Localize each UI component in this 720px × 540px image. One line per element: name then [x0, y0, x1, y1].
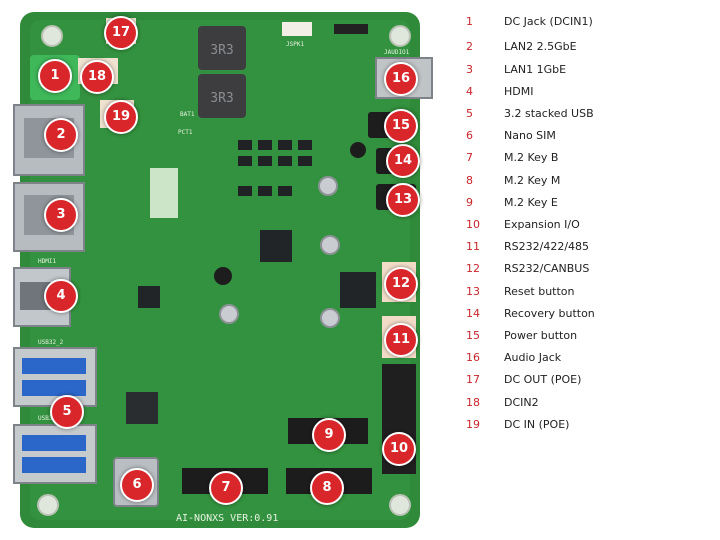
capacitor-6: [214, 267, 232, 285]
legend-label: M.2 Key B: [504, 151, 559, 164]
secondary-ic: [340, 272, 376, 308]
callout-10: 10: [382, 432, 416, 466]
board-name-silkscreen: AI-NONXS VER:0.91: [176, 513, 278, 524]
jumper-header-top: [334, 24, 368, 34]
jspk1-header: [282, 22, 312, 36]
capacitor-3: [320, 235, 340, 255]
legend-label: M.2 Key E: [504, 196, 558, 209]
callout-8: 8: [310, 471, 344, 505]
silk-usb32-2: USB32_2: [38, 339, 64, 346]
legend-number: 15: [466, 329, 480, 342]
mounting-hole-bottom-right: [389, 494, 411, 516]
usb-controller-ic: [126, 392, 158, 424]
callout-18: 18: [80, 60, 114, 94]
legend-number: 5: [466, 107, 473, 120]
inductor-top: [198, 26, 246, 70]
legend-number: 3: [466, 63, 473, 76]
callout-5: 5: [50, 395, 84, 429]
mounting-hole-top-right: [389, 25, 411, 47]
legend-number: 2: [466, 40, 473, 53]
callout-4: 4: [44, 279, 78, 313]
callout-13: 13: [386, 183, 420, 217]
capacitor-1: [318, 176, 338, 196]
callout-17: 17: [104, 16, 138, 50]
inductor-bottom-marking: 3R3: [210, 91, 233, 106]
legend-number: 19: [466, 418, 480, 431]
silk-pct1: PCT1: [178, 129, 193, 136]
mosfet-array: [238, 140, 312, 196]
callout-7: 7: [209, 471, 243, 505]
callout-19: 19: [104, 100, 138, 134]
callout-2: 2: [44, 118, 78, 152]
hdmi-logo-mark: [150, 168, 178, 218]
legend-label: Reset button: [504, 285, 575, 298]
legend-number: 1: [466, 15, 473, 28]
callout-11: 11: [384, 323, 418, 357]
legend-label: M.2 Key M: [504, 174, 561, 187]
silk-bat1: BAT1: [180, 111, 195, 118]
legend-number: 11: [466, 240, 480, 253]
callout-9: 9: [312, 418, 346, 452]
legend-number: 14: [466, 307, 480, 320]
legend-number: 10: [466, 218, 480, 231]
usb-stack-bottom: [13, 424, 97, 484]
legend-label: 3.2 stacked USB: [504, 107, 594, 120]
legend-label: RS232/CANBUS: [504, 262, 590, 275]
callout-16: 16: [384, 62, 418, 96]
legend-label: DC IN (POE): [504, 418, 570, 431]
legend-label: DCIN2: [504, 396, 539, 409]
capacitor-5: [219, 304, 239, 324]
legend-number: 7: [466, 151, 473, 164]
legend-label: Power button: [504, 329, 578, 342]
main-ic: [260, 230, 292, 262]
legend-number: 8: [466, 174, 473, 187]
mounting-hole-bottom-left: [37, 494, 59, 516]
mounting-hole-top-left: [41, 25, 63, 47]
legend-label: DC OUT (POE): [504, 373, 582, 386]
legend-label: HDMI: [504, 85, 534, 98]
usb-stack-top: [13, 347, 97, 407]
capacitor-2: [350, 142, 366, 158]
callout-12: 12: [384, 267, 418, 301]
legend-label: DC Jack (DCIN1): [504, 15, 593, 28]
legend-label: Audio Jack: [504, 351, 562, 364]
legend-number: 4: [466, 85, 473, 98]
callout-1: 1: [38, 59, 72, 93]
legend-number: 18: [466, 396, 480, 409]
legend-number: 13: [466, 285, 480, 298]
callout-3: 3: [44, 198, 78, 232]
silk-jaudio1: JAUDIO1: [384, 49, 410, 56]
legend-label: LAN1 1GbE: [504, 63, 567, 76]
small-ic-left: [138, 286, 160, 308]
capacitor-4: [320, 308, 340, 328]
legend-number: 9: [466, 196, 473, 209]
silk-jspk1: JSPK1: [286, 41, 304, 48]
legend-label: Nano SIM: [504, 129, 556, 142]
legend-label: Expansion I/O: [504, 218, 580, 231]
legend-label: RS232/422/485: [504, 240, 590, 253]
callout-14: 14: [386, 144, 420, 178]
legend-label: Recovery button: [504, 307, 595, 320]
inductor-bottom: [198, 74, 246, 118]
silk-hdmi1: HDMI1: [38, 258, 56, 265]
legend-number: 17: [466, 373, 480, 386]
callout-6: 6: [120, 468, 154, 502]
inductor-top-marking: 3R3: [210, 43, 233, 58]
legend-number: 16: [466, 351, 480, 364]
legend-label: LAN2 2.5GbE: [504, 40, 577, 53]
legend-number: 12: [466, 262, 480, 275]
legend-number: 6: [466, 129, 473, 142]
callout-15: 15: [384, 109, 418, 143]
silk-usb32: USB32: [38, 415, 56, 422]
